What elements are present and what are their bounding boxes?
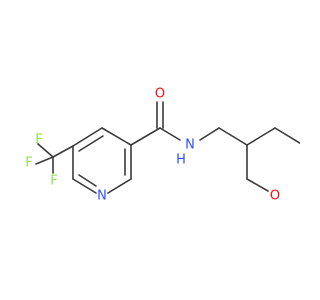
bond	[246, 178, 269, 192]
bond-lines	[35, 101, 300, 194]
bond	[78, 135, 104, 152]
bond	[159, 127, 181, 141]
atom-h-amide-label: H	[176, 153, 186, 168]
atom-o-carbonyl-label: O	[155, 87, 165, 102]
bond	[199, 127, 220, 141]
bond	[101, 127, 132, 146]
atom-labels: O N H N O F F F	[25, 87, 280, 204]
atom-n-amide-label: N	[185, 138, 195, 153]
bond	[72, 178, 97, 194]
atom-o-oxane-label: O	[270, 189, 280, 204]
bond	[274, 127, 300, 145]
molecule-structure-diagram: O N H N O F F F	[25, 87, 300, 204]
atom-n-pyridine-label: N	[97, 189, 107, 204]
bond	[35, 156, 54, 165]
bond	[218, 127, 248, 146]
bond	[37, 143, 54, 158]
bond	[52, 145, 74, 158]
atom-f-2-label: F	[50, 174, 57, 189]
bond	[130, 127, 161, 146]
bond	[72, 127, 103, 147]
atom-f-3-label: F	[35, 133, 42, 148]
bond	[107, 178, 132, 194]
atom-f-1-label: F	[25, 156, 32, 171]
bond	[246, 127, 276, 146]
bond	[78, 174, 97, 187]
